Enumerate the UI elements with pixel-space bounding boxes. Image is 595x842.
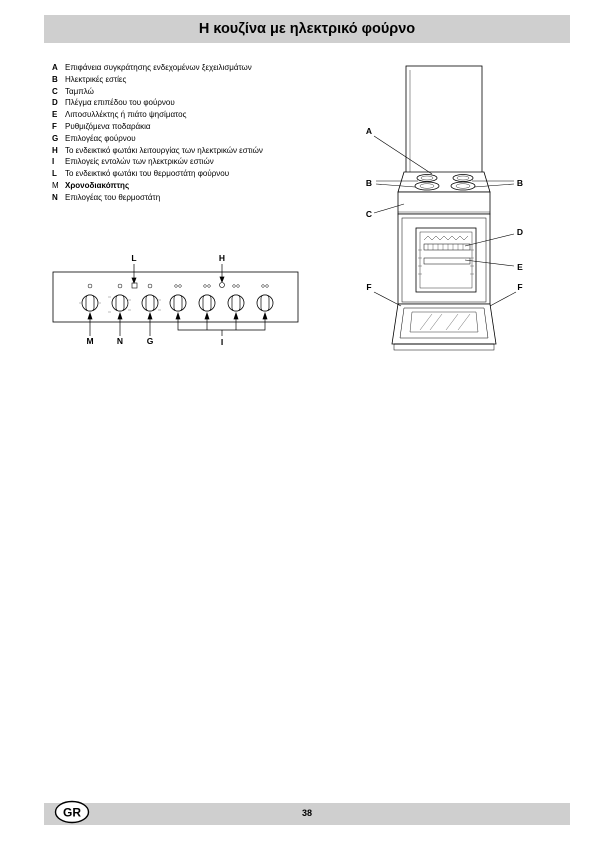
legend-key: C <box>52 86 58 96</box>
legend-key: E <box>52 110 58 120</box>
legend-text: Ηλεκτρικές εστίες <box>65 74 127 84</box>
legend-text: Ταμπλώ <box>65 86 94 96</box>
oven-thermostat-light <box>131 282 138 289</box>
legend-item-g: G Επιλογέας φούρνου <box>52 133 322 145</box>
legend-text: Επιφάνεια συγκράτησης ενδεχομένων ξεχειλ… <box>65 63 252 72</box>
panel-label-g: G <box>147 336 154 346</box>
legend-item-b: B Ηλεκτρικές εστίες <box>52 74 322 86</box>
panel-label-i: I <box>221 337 223 347</box>
legend-text: Ρυθμιζόμενα ποδαράκια <box>65 121 151 131</box>
language-badge-text: GR <box>63 806 81 820</box>
hob-knob-2[interactable] <box>198 284 216 312</box>
oven-label-e: E <box>517 262 523 272</box>
legend-item-c: C Ταμπλώ <box>52 86 322 98</box>
oven-label-b-right: B <box>517 178 523 188</box>
legend-key: M <box>52 180 59 190</box>
hob-knob-3[interactable] <box>227 284 245 312</box>
hob-indicator-light <box>219 282 225 288</box>
oven-label-b-left: B <box>366 178 372 188</box>
panel-label-h: H <box>219 253 225 263</box>
page-title: Η κουζίνα με ηλεκτρικό φούρνο <box>198 21 416 37</box>
legend-key: F <box>52 121 57 131</box>
legend-text: Επιλογέας φούρνου <box>65 133 136 143</box>
oven-callout-lines <box>373 135 517 307</box>
legend-text: Επιλογείς εντολών των ηλεκτρικών εστιών <box>65 157 214 167</box>
oven-label-c: C <box>366 209 372 219</box>
legend-key: I <box>52 157 55 167</box>
hob-knob-4[interactable] <box>256 284 274 312</box>
legend-key: L <box>52 169 57 179</box>
legend-key: A <box>52 63 58 72</box>
legend-text: Πλέγμα επιπέδου του φούρνου <box>65 98 175 108</box>
legend-item-l: L Το ενδεικτικό φωτάκι του θερμοστάτη φού… <box>52 168 322 180</box>
legend-key: B <box>52 74 58 84</box>
oven-label-d: D <box>517 227 523 237</box>
legend-item-m: M Χρονοδιακόπτης <box>52 180 322 192</box>
parts-legend: A Επιφάνεια συγκράτησης ενδεχομένων ξεχει… <box>52 62 322 204</box>
legend-item-a: A Επιφάνεια συγκράτησης ενδεχομένων ξεχει… <box>52 62 322 74</box>
panel-label-m: M <box>86 336 93 346</box>
oven-selector-knob[interactable] <box>141 283 159 312</box>
legend-text: Επιλογέας του θερμοστάτη <box>65 192 161 202</box>
panel-callout-lines <box>87 264 268 336</box>
hob-knob-1[interactable] <box>169 284 187 312</box>
legend-item-n: N Επιλογέας του θερμοστάτη <box>52 192 322 204</box>
legend-item-h: H Το ενδεικτικό φωτάκι λειτουργίας των ηλ… <box>52 145 322 157</box>
legend-item-i: I Επιλογείς εντολών των ηλεκτρικών εστιών <box>52 156 322 168</box>
oven-label-a: A <box>366 126 372 136</box>
panel-label-n: N <box>117 336 123 346</box>
oven-label-f-right: F <box>517 282 522 292</box>
oven-label-f-left: F <box>366 282 371 292</box>
legend-key: H <box>52 145 58 155</box>
legend-key: G <box>52 133 59 143</box>
legend-text: Λιπoσυλλέκτης ή πιάτο ψησίματος <box>65 110 187 120</box>
legend-key: D <box>52 98 58 108</box>
panel-label-l: L <box>131 253 136 263</box>
legend-item-f: F Ρυθμιζόμενα ποδαράκια <box>52 121 322 133</box>
legend-text: Το ενδεικτικό φωτάκι του θερμοστάτη φούρ… <box>65 169 230 179</box>
thermostat-knob[interactable] <box>111 283 129 312</box>
language-badge: GR <box>54 800 90 824</box>
legend-item-e: E Λιπoσυλλέκτης ή πιάτο ψησίματος <box>52 109 322 121</box>
legend-text: Χρονοδιακόπτης <box>65 180 130 190</box>
page-number: 38 <box>301 808 312 818</box>
page-title-bar: Η κουζίνα με ηλεκτρικό φούρνο <box>44 15 570 43</box>
legend-item-d: D Πλέγμα επιπέδου του φούρνου <box>52 97 322 109</box>
legend-key: N <box>52 192 58 202</box>
cooker-illustration <box>391 65 497 351</box>
legend-text: Το ενδεικτικό φωτάκι λειτουργίας των ηλε… <box>65 145 263 155</box>
footer-bar: GR 38 <box>44 800 570 825</box>
timer-knob[interactable] <box>81 283 99 312</box>
